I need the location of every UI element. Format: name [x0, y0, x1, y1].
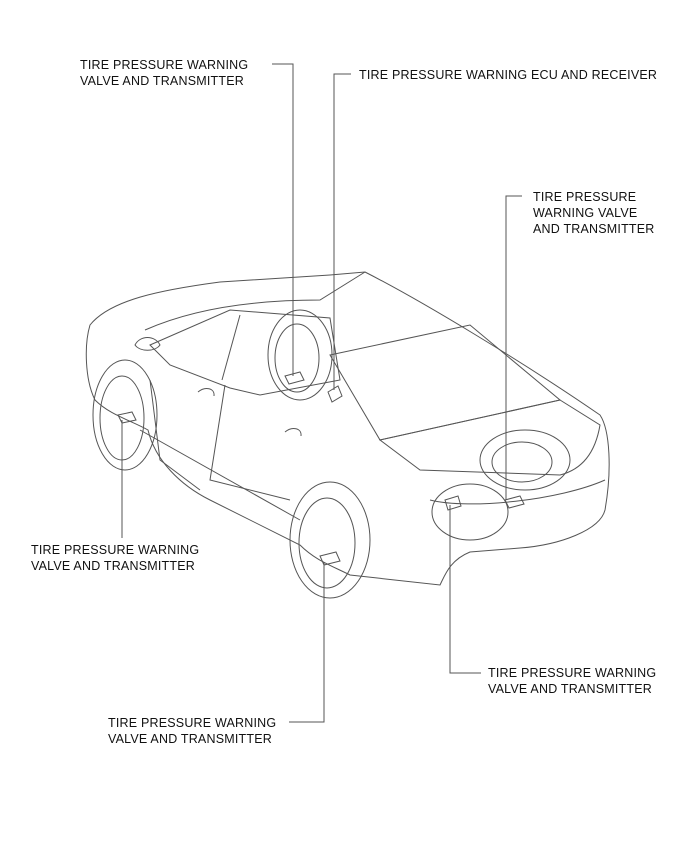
- label-line: TIRE PRESSURE WARNING ECU AND RECEIVER: [359, 68, 658, 82]
- sensor-rear-left: [284, 371, 305, 385]
- wheel-rear-left-inner: [274, 323, 320, 393]
- label-line: VALVE AND TRANSMITTER: [31, 559, 195, 573]
- b-pillar: [221, 314, 241, 381]
- roof-line: [144, 271, 366, 331]
- sensor-spare: [504, 495, 525, 509]
- body-outline: [85, 271, 610, 586]
- wheel-rear-left: [267, 309, 333, 401]
- label-line: VALVE AND TRANSMITTER: [108, 732, 272, 746]
- label-line: VALVE AND TRANSMITTER: [80, 74, 244, 88]
- trunk-lid: [378, 399, 601, 476]
- label-line: AND TRANSMITTER: [533, 222, 655, 236]
- door-line-rear: [209, 384, 291, 501]
- label-front-right-valve: TIRE PRESSURE WARNING VALVE AND TRANSMIT…: [108, 715, 276, 747]
- label-line: TIRE PRESSURE WARNING: [108, 716, 277, 730]
- label-spare-valve: TIRE PRESSURE WARNING VALVE AND TRANSMIT…: [533, 189, 655, 237]
- side-sill: [139, 429, 301, 521]
- door-line-front: [149, 379, 201, 491]
- sensor-front-left: [117, 411, 137, 424]
- label-ecu-receiver: TIRE PRESSURE WARNING ECU AND RECEIVER: [359, 67, 657, 83]
- door-handle-rear: [284, 428, 302, 437]
- label-line: TIRE PRESSURE WARNING: [31, 543, 200, 557]
- leader-spare: [505, 195, 522, 500]
- leader-rear-left: [272, 63, 294, 376]
- label-rear-right-valve: TIRE PRESSURE WARNING VALVE AND TRANSMIT…: [488, 665, 656, 697]
- sensor-rear-right: [444, 495, 462, 511]
- spare-tire: [479, 429, 571, 491]
- wheel-front-left: [92, 359, 158, 471]
- wheel-rear-right: [431, 483, 509, 541]
- label-front-left-valve: TIRE PRESSURE WARNING VALVE AND TRANSMIT…: [31, 542, 199, 574]
- rear-bumper: [429, 479, 606, 505]
- rear-window: [329, 324, 562, 441]
- label-rear-left-valve: TIRE PRESSURE WARNING VALVE AND TRANSMIT…: [80, 57, 248, 89]
- leader-front-right: [289, 562, 325, 723]
- wheel-front-right: [289, 481, 371, 599]
- door-handle-front: [197, 388, 215, 397]
- label-line: TIRE PRESSURE WARNING: [80, 58, 249, 72]
- ecu-receiver-unit: [327, 385, 343, 403]
- mirror: [134, 337, 161, 351]
- leader-rear-right: [449, 505, 481, 674]
- label-line: TIRE PRESSURE: [533, 190, 637, 204]
- label-line: TIRE PRESSURE WARNING: [488, 666, 657, 680]
- label-line: WARNING VALVE: [533, 206, 638, 220]
- sensor-front-right: [319, 551, 341, 566]
- wheel-front-right-inner: [298, 497, 356, 589]
- spare-tire-inner: [491, 441, 553, 483]
- leader-ecu: [333, 73, 351, 390]
- side-windows: [149, 309, 341, 396]
- label-line: VALVE AND TRANSMITTER: [488, 682, 652, 696]
